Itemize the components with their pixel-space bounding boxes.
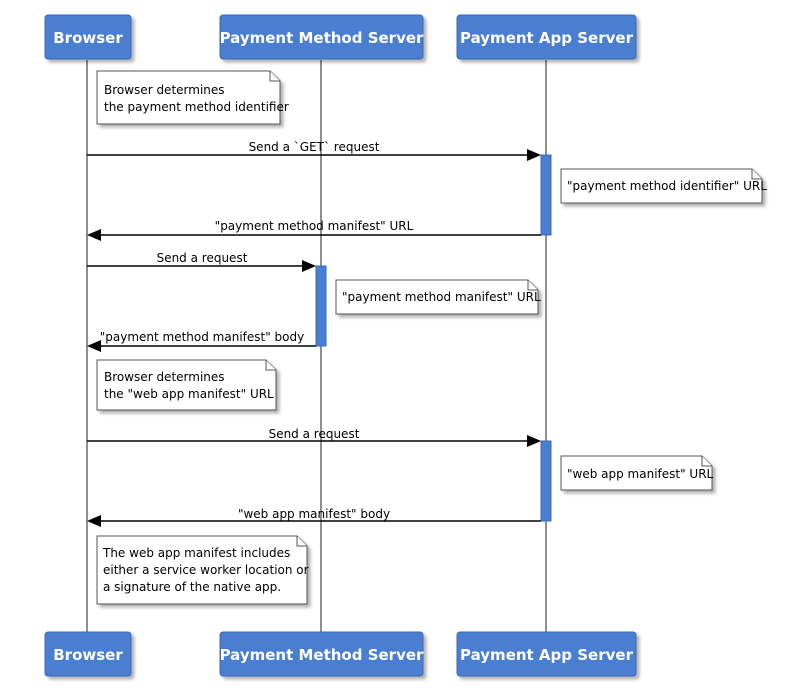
note-line: Browser determines <box>104 83 225 97</box>
participant-payment-method-server-bottom: Payment Method Server <box>219 631 424 677</box>
participant-browser-top: Browser <box>44 14 132 60</box>
participant-label: Payment App Server <box>460 29 634 47</box>
note-web-app-manifest-url: "web app manifest" URL <box>560 455 714 491</box>
note-line: either a service worker location or <box>103 563 309 577</box>
note-line: "payment method manifest" URL <box>342 290 541 304</box>
message-label: "payment method manifest" URL <box>215 219 414 233</box>
message-label: Send a `GET` request <box>249 140 380 154</box>
note-browser-determines-web-app-manifest-url: Browser determines the "web app manifest… <box>96 359 277 411</box>
note-web-app-manifest-includes: The web app manifest includes either a s… <box>96 535 309 605</box>
participant-payment-method-server-top: Payment Method Server <box>219 14 424 60</box>
message-payment-method-manifest-body: "payment method manifest" body <box>87 330 316 352</box>
note-line: Browser determines <box>104 370 225 384</box>
message-label: "web app manifest" body <box>238 507 390 521</box>
activation-bar <box>540 154 552 236</box>
participant-label: Payment Method Server <box>220 646 424 664</box>
note-line: The web app manifest includes <box>102 546 290 560</box>
participant-label: Payment Method Server <box>220 29 424 47</box>
participant-payment-app-server-bottom: Payment App Server <box>456 631 637 677</box>
message-label: "payment method manifest" body <box>100 330 305 344</box>
note-browser-determines-identifier: Browser determines the payment method id… <box>96 70 289 125</box>
message-web-app-manifest-body: "web app manifest" body <box>87 507 541 527</box>
note-payment-method-identifier-url: "payment method identifier" URL <box>560 168 767 204</box>
message-label: Send a request <box>269 427 360 441</box>
note-line: "payment method identifier" URL <box>567 179 767 193</box>
message-payment-method-manifest-url: "payment method manifest" URL <box>87 219 541 241</box>
note-line: the "web app manifest" URL <box>104 387 274 401</box>
note-payment-method-manifest-url: "payment method manifest" URL <box>335 279 541 315</box>
participant-label: Browser <box>53 29 123 47</box>
participant-label: Payment App Server <box>460 646 634 664</box>
message-send-request-pas: Send a request <box>87 427 541 447</box>
note-line: the payment method identifier <box>104 100 289 114</box>
note-line: a signature of the native app. <box>103 580 281 594</box>
message-send-request-pms: Send a request <box>87 251 316 272</box>
participant-payment-app-server-top: Payment App Server <box>456 14 637 60</box>
activation-bar <box>315 265 327 347</box>
activation-bar <box>540 440 552 522</box>
participant-label: Browser <box>53 646 123 664</box>
note-line: "web app manifest" URL <box>567 467 714 481</box>
message-label: Send a request <box>157 251 248 265</box>
message-send-get-request: Send a `GET` request <box>87 140 541 161</box>
participant-browser-bottom: Browser <box>44 631 132 677</box>
